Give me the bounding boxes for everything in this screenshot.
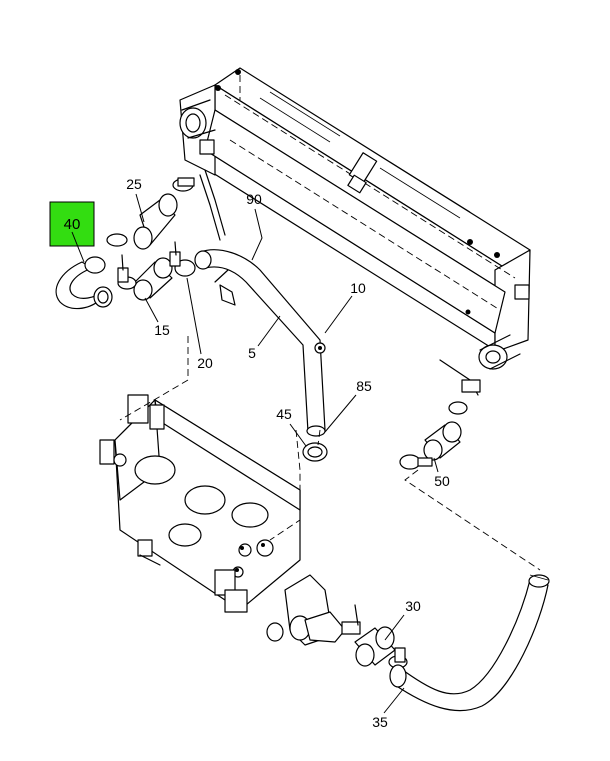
- clamp-20[interactable]: [169, 241, 196, 277]
- tube-35[interactable]: [389, 574, 550, 712]
- callout-35-label: 35: [372, 714, 388, 730]
- callout-5-label: 5: [248, 345, 256, 361]
- callout-25-label: 25: [126, 176, 142, 192]
- callout-50[interactable]: 50: [433, 457, 450, 489]
- callout-40[interactable]: 40: [49, 201, 95, 263]
- callout-25[interactable]: 25: [126, 176, 145, 223]
- callout-30[interactable]: 30: [384, 598, 421, 641]
- callout-45-label: 45: [276, 406, 292, 422]
- callout-40-label: 40: [64, 216, 81, 233]
- callout-15[interactable]: 15: [144, 297, 170, 338]
- callout-35[interactable]: 35: [372, 687, 405, 730]
- callout-85[interactable]: 85: [324, 378, 372, 433]
- callout-10-label: 10: [350, 280, 366, 296]
- assembly-lines: [119, 336, 541, 571]
- hose-25[interactable]: [106, 177, 195, 250]
- callouts: 40 25 90 10 15 20 5 85: [49, 176, 450, 730]
- outlet-fitting: [266, 574, 361, 646]
- callout-5[interactable]: 5: [248, 315, 281, 361]
- callout-20-label: 20: [197, 355, 213, 371]
- charge-air-cooler: [179, 67, 531, 396]
- hose-50[interactable]: [399, 401, 468, 470]
- tube-5[interactable]: [194, 249, 326, 437]
- engine-block: [99, 394, 301, 613]
- hose-40[interactable]: [55, 256, 113, 310]
- callout-20[interactable]: 20: [186, 277, 213, 371]
- callout-90-label: 90: [246, 191, 262, 207]
- callout-85-label: 85: [356, 378, 372, 394]
- hose-15[interactable]: [117, 254, 173, 301]
- hose-30[interactable]: [354, 626, 408, 669]
- callout-50-label: 50: [434, 473, 450, 489]
- callout-30-label: 30: [405, 598, 421, 614]
- callout-45[interactable]: 45: [276, 406, 307, 447]
- callout-10[interactable]: 10: [324, 280, 366, 334]
- clamp-45[interactable]: [302, 442, 328, 462]
- callout-15-label: 15: [154, 322, 170, 338]
- callout-90[interactable]: 90: [246, 191, 263, 261]
